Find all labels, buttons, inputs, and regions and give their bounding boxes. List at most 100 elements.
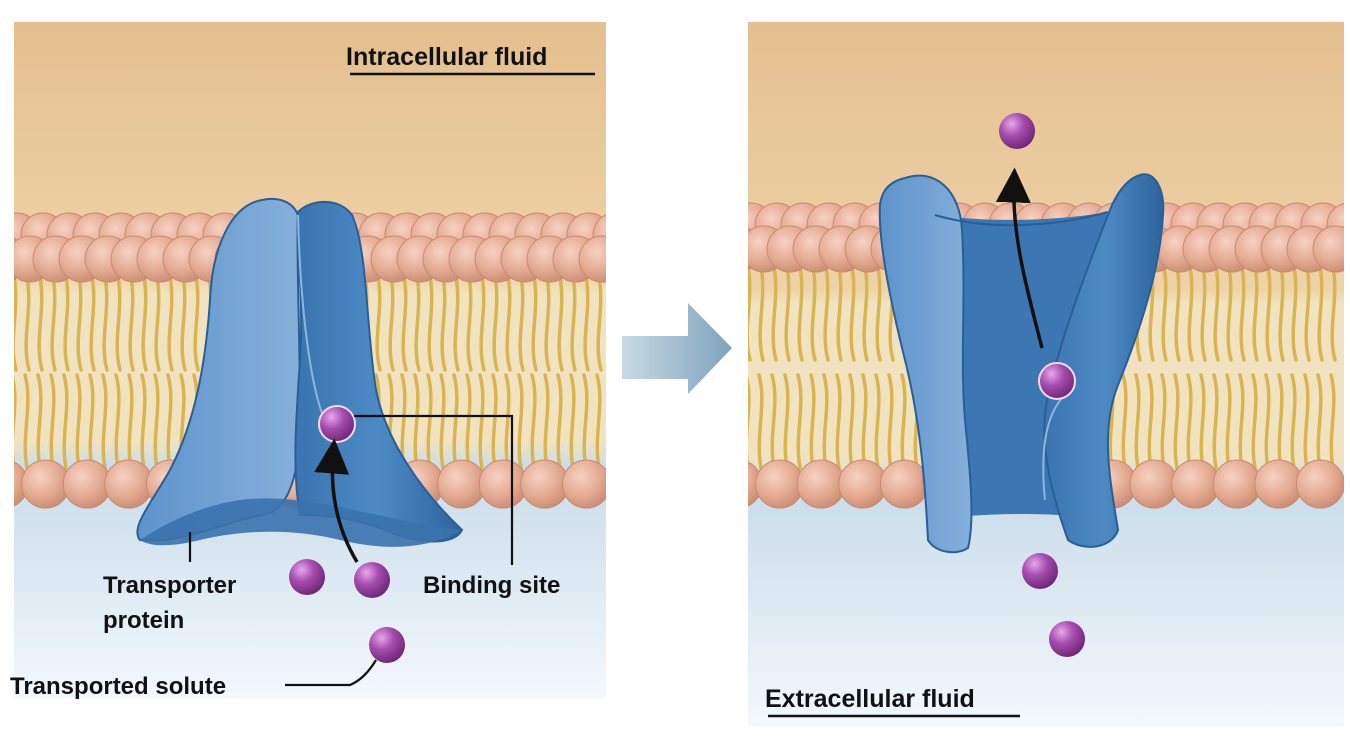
- lipid-tail: [770, 373, 777, 470]
- lipid-tail: [14, 275, 18, 372]
- lipid-tail: [1147, 373, 1154, 470]
- lipid-head: [1254, 459, 1304, 509]
- lipid-head: [796, 459, 846, 509]
- lipid-tail: [1329, 373, 1336, 470]
- lipid-tail: [583, 275, 590, 372]
- solute-left-2: [354, 562, 390, 598]
- lipid-head: [104, 459, 154, 509]
- lipid-tail: [1251, 373, 1258, 470]
- lipid-tail: [1160, 373, 1167, 470]
- lipid-head: [561, 459, 606, 509]
- lipid-tail: [810, 265, 817, 362]
- lipid-tail: [823, 265, 830, 362]
- lipid-tail: [1291, 265, 1298, 362]
- lipid-tail: [887, 373, 894, 470]
- lipid-head: [755, 459, 805, 509]
- transporter-label-line1: Transporter: [103, 572, 236, 599]
- lipid-tail: [836, 265, 843, 362]
- lipid-tail: [758, 265, 765, 362]
- lipid-tail: [748, 265, 752, 362]
- lipid-tail: [166, 373, 173, 470]
- lipid-tail: [63, 275, 70, 372]
- lipid-tail: [154, 275, 161, 372]
- lipid-tail: [1134, 373, 1141, 470]
- lipid-tail: [401, 275, 408, 372]
- lipid-tail: [874, 373, 881, 470]
- lipid-tail: [492, 275, 499, 372]
- lipid-tail: [1173, 373, 1180, 470]
- lipid-tail: [1316, 373, 1323, 470]
- lipid-head: [21, 459, 71, 509]
- solute-leader: [285, 659, 377, 687]
- lipid-head: [1171, 459, 1221, 509]
- lipid-tail: [757, 373, 764, 470]
- transporter-label-line2: protein: [103, 607, 184, 634]
- lipid-tail: [1199, 373, 1206, 470]
- lipid-tail: [771, 265, 778, 362]
- lipid-tail: [413, 373, 420, 470]
- lipid-tail: [1174, 265, 1181, 362]
- lipid-tail: [570, 275, 577, 372]
- lipid-tail: [115, 275, 122, 372]
- lipid-tail: [504, 373, 511, 470]
- lipid-tail: [153, 373, 160, 470]
- lipid-tail: [102, 275, 109, 372]
- lipid-tail: [453, 275, 460, 372]
- lipid-head: [578, 235, 606, 283]
- lipid-tail: [1186, 373, 1193, 470]
- lipid-tail: [140, 373, 147, 470]
- lipid-tail: [479, 275, 486, 372]
- lipid-tail: [1200, 265, 1207, 362]
- solute-binding-left: [318, 405, 356, 443]
- lipid-tail: [75, 373, 82, 470]
- lipid-tail: [557, 275, 564, 372]
- lipid-tail: [1226, 265, 1233, 362]
- binding-site-leader: [354, 414, 514, 565]
- lipid-tail: [465, 373, 472, 470]
- solute-left-3: [369, 627, 405, 663]
- lipid-tail: [88, 373, 95, 470]
- lipid-head: [478, 459, 528, 509]
- lipid-tail: [193, 275, 200, 372]
- lipid-tail: [466, 275, 473, 372]
- lipid-head: [1212, 459, 1262, 509]
- lipid-tail: [426, 373, 433, 470]
- lipid-tail: [1212, 373, 1219, 470]
- lipid-tail: [414, 275, 421, 372]
- lipid-tail: [1264, 373, 1271, 470]
- lipid-tail: [809, 373, 816, 470]
- lipid-head: [520, 459, 570, 509]
- lipid-tail: [49, 373, 56, 470]
- lipid-tail: [797, 265, 804, 362]
- lipid-tail: [37, 275, 44, 372]
- lipid-head: [838, 459, 888, 509]
- lipid-tail: [427, 275, 434, 372]
- lipid-tail: [1225, 373, 1232, 470]
- lipid-tail: [1278, 265, 1285, 362]
- lipid-tail: [1290, 373, 1297, 470]
- right-arrow-icon: [622, 303, 732, 394]
- lipid-tail: [1277, 373, 1284, 470]
- lipid-tail: [531, 275, 538, 372]
- solute-left-1: [289, 559, 325, 595]
- lipid-tail: [388, 275, 395, 372]
- lipid-tail: [180, 275, 187, 372]
- lipid-tail: [861, 373, 868, 470]
- lipid-tail: [556, 373, 563, 470]
- lipid-tail: [582, 373, 589, 470]
- lipid-tail: [23, 373, 30, 470]
- uptake-arrow: [314, 438, 359, 563]
- lipid-tail: [849, 265, 856, 362]
- lipid-tail: [1303, 373, 1310, 470]
- lipid-tail: [596, 275, 603, 372]
- release-arrow: [995, 167, 1044, 349]
- lipid-tail: [440, 275, 447, 372]
- lipid-tail: [822, 373, 829, 470]
- transporter-protein-right: [878, 173, 1165, 554]
- lipid-tail: [518, 275, 525, 372]
- lipid-tail: [62, 373, 69, 470]
- lipid-tail: [1239, 265, 1246, 362]
- lipid-tail: [1265, 265, 1272, 362]
- lipid-tail: [1330, 265, 1337, 362]
